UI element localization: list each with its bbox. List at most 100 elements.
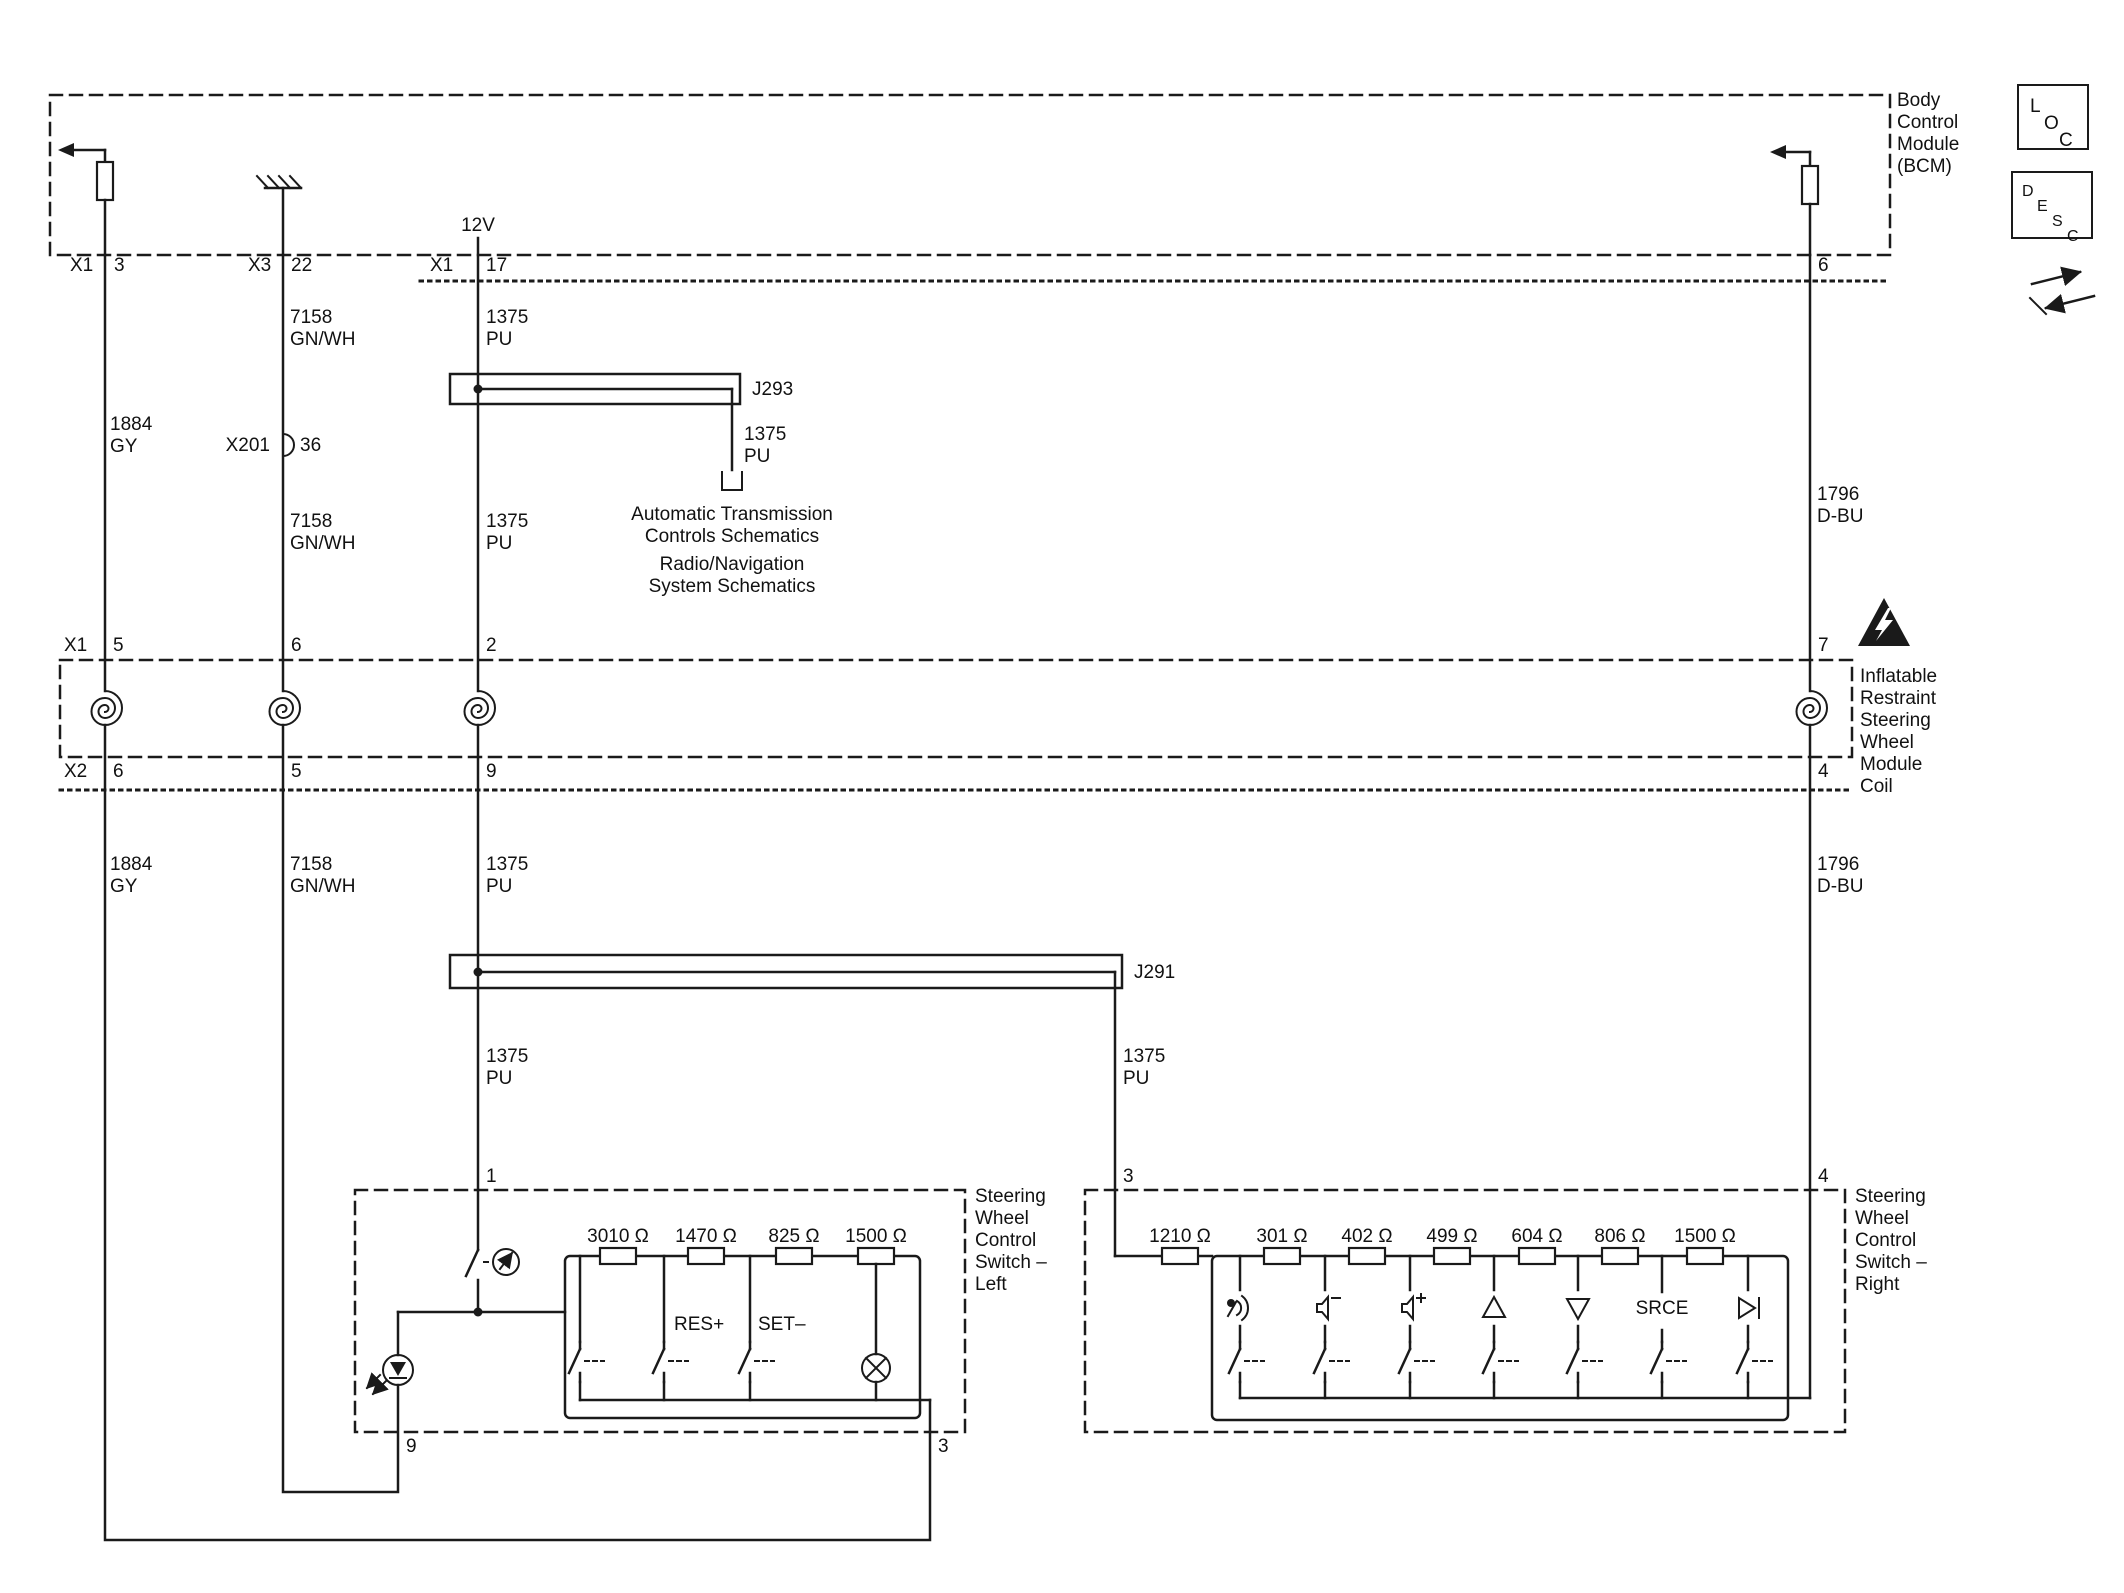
loc-letter: C bbox=[2059, 130, 2073, 151]
coil-x2-pin-9: 9 bbox=[486, 761, 497, 782]
bcm-label-line: Control bbox=[1897, 112, 1958, 133]
bcm-conn-x1b: X1 bbox=[430, 255, 453, 276]
bcm-conn-x3: X3 bbox=[248, 255, 271, 276]
coil-label-line: Inflatable bbox=[1860, 666, 1937, 687]
left-label-line: Control bbox=[975, 1230, 1036, 1251]
resistor-value: 1210 Ω bbox=[1149, 1226, 1211, 1247]
clockspring-coil-icons bbox=[90, 690, 1828, 726]
wire-label: PU bbox=[744, 446, 770, 467]
right-resistors: 1210 Ω 301 Ω 402 Ω 499 Ω 604 Ω 806 Ω 150… bbox=[1149, 1226, 1736, 1266]
left-label-line: Switch – bbox=[975, 1252, 1047, 1273]
bcm-ground-icon bbox=[255, 174, 303, 257]
right-label-line: Steering bbox=[1855, 1186, 1926, 1207]
reference-line: Controls Schematics bbox=[645, 526, 819, 547]
wire-label: PU bbox=[1123, 1068, 1149, 1089]
coil-x1-pin-6: 6 bbox=[291, 635, 302, 656]
source-button-label: SRCE bbox=[1636, 1298, 1689, 1319]
wire-label: 1796 bbox=[1817, 484, 1859, 505]
bcm-pin-22: 22 bbox=[291, 255, 312, 276]
wire-label: 1796 bbox=[1817, 854, 1859, 875]
right-pin-out: 4 bbox=[1818, 1166, 1829, 1187]
wire-label: 1375 bbox=[486, 854, 528, 875]
switch-contact-icon bbox=[1227, 1340, 1266, 1384]
loc-letter: L bbox=[2030, 96, 2041, 117]
loc-button[interactable]: L O C bbox=[2017, 84, 2089, 151]
coil-label-line: Coil bbox=[1860, 776, 1893, 797]
reference-line: System Schematics bbox=[649, 576, 816, 597]
resistor-value: 1500 Ω bbox=[1674, 1226, 1736, 1247]
cruise-master-switch-icon bbox=[464, 1248, 492, 1278]
left-label-line: Left bbox=[975, 1274, 1007, 1295]
desc-letter: S bbox=[2052, 213, 2063, 230]
switch-contact-icon bbox=[651, 1340, 690, 1384]
volume-up-icon bbox=[1401, 1293, 1426, 1322]
resistor-value: 604 Ω bbox=[1511, 1226, 1562, 1247]
switch-contact-icon bbox=[1397, 1340, 1436, 1384]
wire-label: 1375 bbox=[744, 424, 786, 445]
mute-speaker-icon bbox=[1316, 1294, 1341, 1322]
right-label-line: Right bbox=[1855, 1274, 1900, 1295]
bcm-label-line: (BCM) bbox=[1897, 156, 1952, 177]
left-switch-label: Steering Wheel Control Switch – Left bbox=[975, 1186, 1047, 1295]
wire-label: GN/WH bbox=[290, 876, 355, 897]
bcm-module: Body Control Module (BCM) 1 bbox=[48, 90, 1959, 283]
wire-label: 1375 bbox=[486, 1046, 528, 1067]
down-arrow-icon bbox=[1565, 1298, 1591, 1322]
wire-label: 1884 bbox=[110, 854, 153, 875]
coil-conn-x1: X1 bbox=[64, 635, 87, 656]
right-label-line: Control bbox=[1855, 1230, 1916, 1251]
lamp-icon bbox=[861, 1353, 891, 1383]
resistor-value: 1470 Ω bbox=[675, 1226, 737, 1247]
left-pin-in: 1 bbox=[486, 1166, 497, 1187]
left-switch-branches bbox=[567, 1254, 932, 1402]
wire-1884-gy: 1884 GY 1884 GY bbox=[103, 253, 932, 1542]
right-label-line: Wheel bbox=[1855, 1208, 1909, 1229]
left-label-line: Wheel bbox=[975, 1208, 1029, 1229]
loc-letter: O bbox=[2044, 113, 2059, 134]
up-arrow-icon bbox=[1481, 1294, 1507, 1318]
coil-label-line: Module bbox=[1860, 754, 1922, 775]
wire-label: 7158 bbox=[290, 307, 332, 328]
right-pin-in: 3 bbox=[1123, 1166, 1134, 1187]
steering-wheel-switch-left: 1 Steering Wheel Control Switch – Left bbox=[353, 1166, 1047, 1457]
switch-contact-icon bbox=[1735, 1340, 1774, 1384]
switch-contact-icon bbox=[737, 1340, 776, 1384]
sir-coil-module: X1 5 6 2 7 X2 6 5 9 4 Inflatable Restrai… bbox=[58, 598, 1937, 797]
coil-label-line: Wheel bbox=[1860, 732, 1914, 753]
resistor-value: 301 Ω bbox=[1256, 1226, 1307, 1247]
bcm-label-line: Body bbox=[1897, 90, 1941, 111]
desc-letter: E bbox=[2037, 198, 2048, 215]
switch-contact-icon bbox=[1565, 1340, 1604, 1384]
bcm-conn-x1: X1 bbox=[70, 255, 93, 276]
right-label-line: Switch – bbox=[1855, 1252, 1927, 1273]
wire-label: 1375 bbox=[1123, 1046, 1165, 1067]
coil-conn-x2: X2 bbox=[64, 761, 87, 782]
coil-label-line: Steering bbox=[1860, 710, 1931, 731]
wire-label: PU bbox=[486, 876, 512, 897]
coil-x1-pin-2: 2 bbox=[486, 635, 497, 656]
switch-contact-icon bbox=[1649, 1340, 1688, 1384]
left-resistors: 3010 Ω 1470 Ω 825 Ω 1500 Ω bbox=[587, 1226, 907, 1266]
wire-label: PU bbox=[486, 533, 512, 554]
button-label-res: RES+ bbox=[674, 1314, 724, 1335]
schematic-nav-icon[interactable] bbox=[2028, 266, 2096, 316]
illumination-led-icon bbox=[365, 1310, 414, 1396]
wire-label: GY bbox=[110, 876, 138, 897]
reference-line: Radio/Navigation bbox=[660, 554, 805, 575]
resistor-value: 3010 Ω bbox=[587, 1226, 649, 1247]
wire-label: 1884 bbox=[110, 414, 153, 435]
inline-connector-pin: 36 bbox=[300, 435, 321, 456]
reference-text: Automatic Transmission Controls Schemati… bbox=[631, 504, 833, 597]
coil-label-line: Restraint bbox=[1860, 688, 1937, 709]
desc-letter: D bbox=[2022, 183, 2034, 200]
bcm-pin-17: 17 bbox=[486, 255, 507, 276]
wire-label: PU bbox=[486, 329, 512, 350]
wire-label: 7158 bbox=[290, 511, 332, 532]
left-pin-led: 9 bbox=[406, 1436, 417, 1457]
coil-x2-pin-6: 6 bbox=[113, 761, 124, 782]
inline-connector-name: X201 bbox=[226, 435, 270, 456]
bcm-label-line: Module bbox=[1897, 134, 1959, 155]
reference-line: Automatic Transmission bbox=[631, 504, 833, 525]
desc-button[interactable]: D E S C bbox=[2011, 171, 2093, 245]
wire-label: 1375 bbox=[486, 511, 528, 532]
